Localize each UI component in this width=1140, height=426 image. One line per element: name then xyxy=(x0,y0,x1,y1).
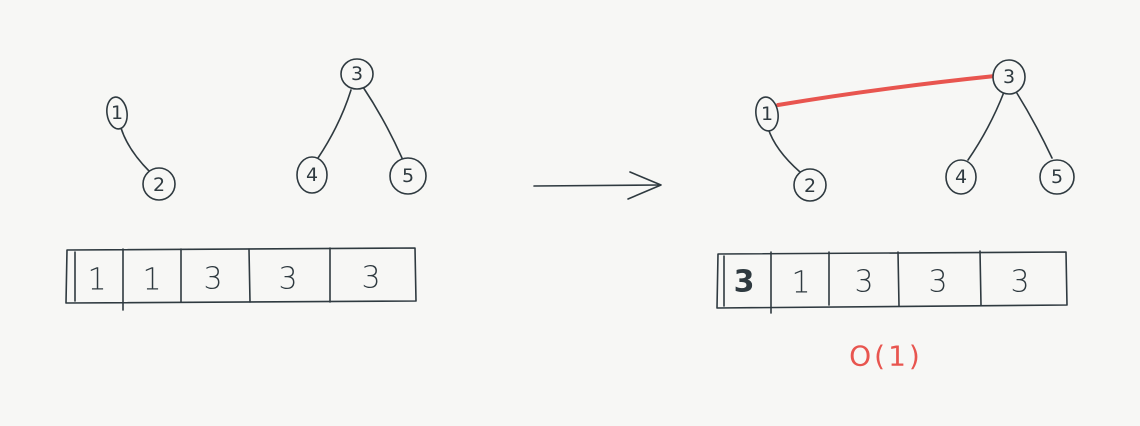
array-divider xyxy=(248,248,251,303)
array-cell: 1 xyxy=(791,266,810,301)
after-node-2: 2 xyxy=(793,168,827,202)
union-link xyxy=(776,74,997,107)
node-label: 3 xyxy=(351,63,363,85)
right-arrow-icon xyxy=(533,171,662,200)
edge-3-4 xyxy=(967,91,1005,161)
array-cell: 1 xyxy=(142,263,161,298)
edge-3-4 xyxy=(317,89,352,159)
array-cell: 3 xyxy=(203,262,222,297)
array-outline xyxy=(65,247,417,304)
array-cell: 3 xyxy=(361,261,380,296)
after-node-4: 4 xyxy=(945,159,977,195)
array-cell: 1 xyxy=(87,263,106,298)
edge-3-5 xyxy=(362,86,403,159)
before-node-5: 5 xyxy=(389,157,427,195)
array-cell: 3 xyxy=(928,265,947,300)
before-tree-edges xyxy=(120,86,403,173)
after-node-3: 3 xyxy=(992,59,1026,95)
node-label: 5 xyxy=(402,165,414,187)
after-node-5: 5 xyxy=(1039,159,1075,195)
after-panel: 1 2 3 4 5 xyxy=(716,59,1075,373)
array-outline xyxy=(716,251,1068,309)
after-tree-edges xyxy=(767,89,1053,173)
before-node-2: 2 xyxy=(142,167,176,201)
array-cell: 3 xyxy=(278,262,297,297)
array-divider xyxy=(897,251,900,307)
edge-1-2 xyxy=(120,127,151,173)
node-label: 2 xyxy=(153,174,165,196)
array-divider xyxy=(979,250,982,306)
node-label: 1 xyxy=(111,102,123,124)
node-label: 1 xyxy=(761,103,773,125)
node-label: 4 xyxy=(306,164,318,186)
edge-1-2 xyxy=(767,127,801,173)
array-cell-highlighted: 3 xyxy=(734,265,755,300)
after-node-1: 1 xyxy=(755,96,779,132)
array-cell: 3 xyxy=(1010,265,1029,300)
complexity-note: O(1) xyxy=(849,340,923,373)
before-node-3: 3 xyxy=(340,58,374,90)
after-array: 3 1 3 3 3 xyxy=(716,250,1068,314)
array-cell: 3 xyxy=(854,265,873,300)
before-panel: 1 2 3 4 5 xyxy=(65,58,427,311)
node-label: 2 xyxy=(804,175,816,197)
node-label: 5 xyxy=(1051,166,1063,188)
edge-3-5 xyxy=(1014,89,1053,159)
before-node-4: 4 xyxy=(296,156,328,194)
node-label: 3 xyxy=(1003,66,1015,88)
before-node-1: 1 xyxy=(106,96,128,130)
node-label: 4 xyxy=(955,166,967,188)
before-array: 1 1 3 3 3 xyxy=(65,247,417,311)
